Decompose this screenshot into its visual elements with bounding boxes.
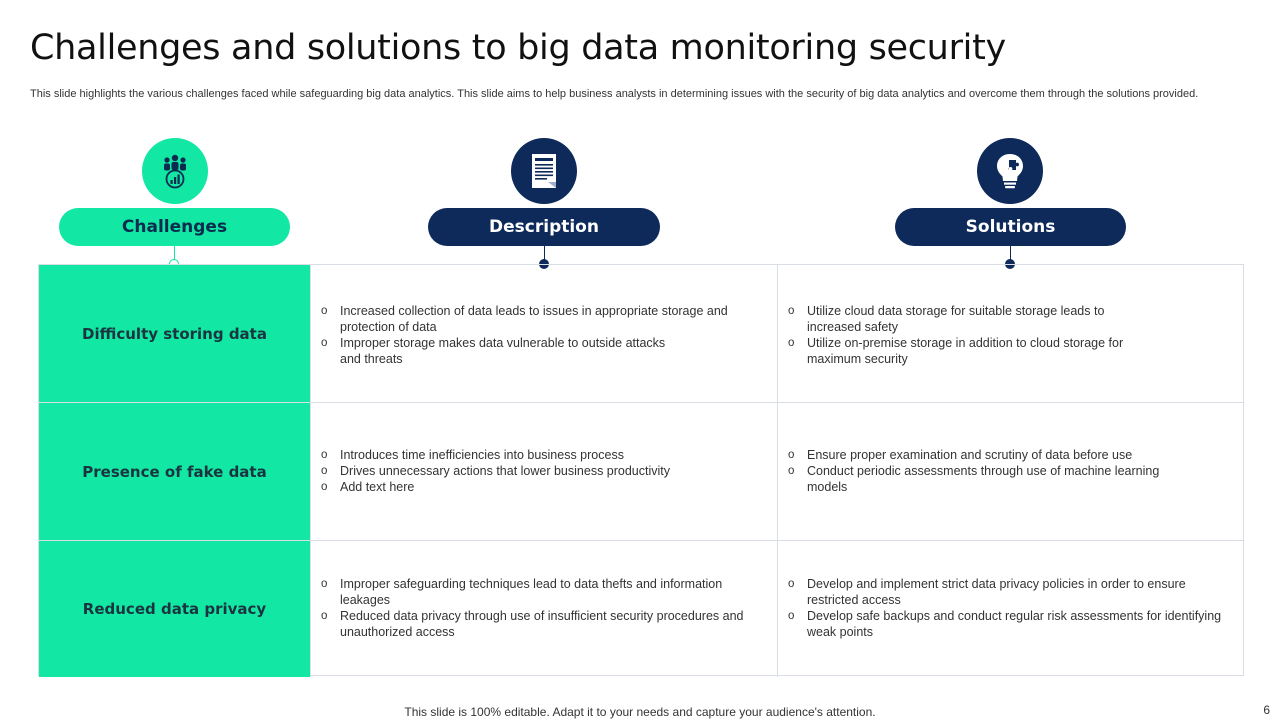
challenge-cell: Difficulty storing data	[39, 265, 310, 402]
page-number: 6	[1263, 703, 1270, 717]
description-item: Increased collection of data leads to is…	[321, 303, 767, 335]
challenges-table: Difficulty storing data Increased collec…	[38, 264, 1245, 677]
solution-item: Ensure proper examination and scrutiny o…	[788, 447, 1175, 463]
team-analytics-icon	[164, 154, 186, 189]
description-item: Improper safeguarding techniques lead to…	[321, 576, 767, 608]
challenges-connector	[174, 246, 175, 260]
solutions-connector	[1010, 246, 1011, 260]
challenges-header: Challenges	[59, 208, 290, 246]
challenge-cell: Reduced data privacy	[39, 541, 310, 677]
description-icon-circle	[511, 138, 577, 204]
row-divider	[39, 540, 1243, 541]
solution-item: Utilize on-premise storage in addition t…	[788, 335, 1155, 367]
description-item: Introduces time inefficiencies into busi…	[321, 447, 767, 463]
challenge-cell: Presence of fake data	[39, 403, 310, 540]
description-item: Add text here	[321, 479, 767, 495]
solution-cell: Utilize cloud data storage for suitable …	[777, 265, 1245, 402]
page-subtitle: This slide highlights the various challe…	[30, 88, 1199, 100]
solution-item: Develop safe backups and conduct regular…	[788, 608, 1235, 640]
row-divider	[39, 402, 1243, 403]
description-connector	[544, 246, 545, 260]
description-cell: Introduces time inefficiencies into busi…	[310, 403, 777, 540]
solution-item: Conduct periodic assessments through use…	[788, 463, 1175, 495]
description-item: Reduced data privacy through use of insu…	[321, 608, 767, 640]
solutions-header: Solutions	[895, 208, 1126, 246]
description-item: Drives unnecessary actions that lower bu…	[321, 463, 767, 479]
page-title: Challenges and solutions to big data mon…	[30, 28, 1006, 68]
description-cell: Increased collection of data leads to is…	[310, 265, 777, 402]
solution-item: Utilize cloud data storage for suitable …	[788, 303, 1155, 335]
document-icon	[532, 154, 556, 188]
description-cell: Improper safeguarding techniques lead to…	[310, 541, 777, 677]
solutions-icon-circle	[977, 138, 1043, 204]
solution-cell: Ensure proper examination and scrutiny o…	[777, 403, 1245, 540]
lightbulb-puzzle-icon	[997, 154, 1023, 189]
description-item: Improper storage makes data vulnerable t…	[321, 335, 767, 367]
solution-item: Develop and implement strict data privac…	[788, 576, 1235, 608]
solution-cell: Develop and implement strict data privac…	[777, 541, 1245, 677]
footer-note: This slide is 100% editable. Adapt it to…	[404, 705, 876, 719]
challenges-icon-circle	[142, 138, 208, 204]
description-header: Description	[428, 208, 660, 246]
